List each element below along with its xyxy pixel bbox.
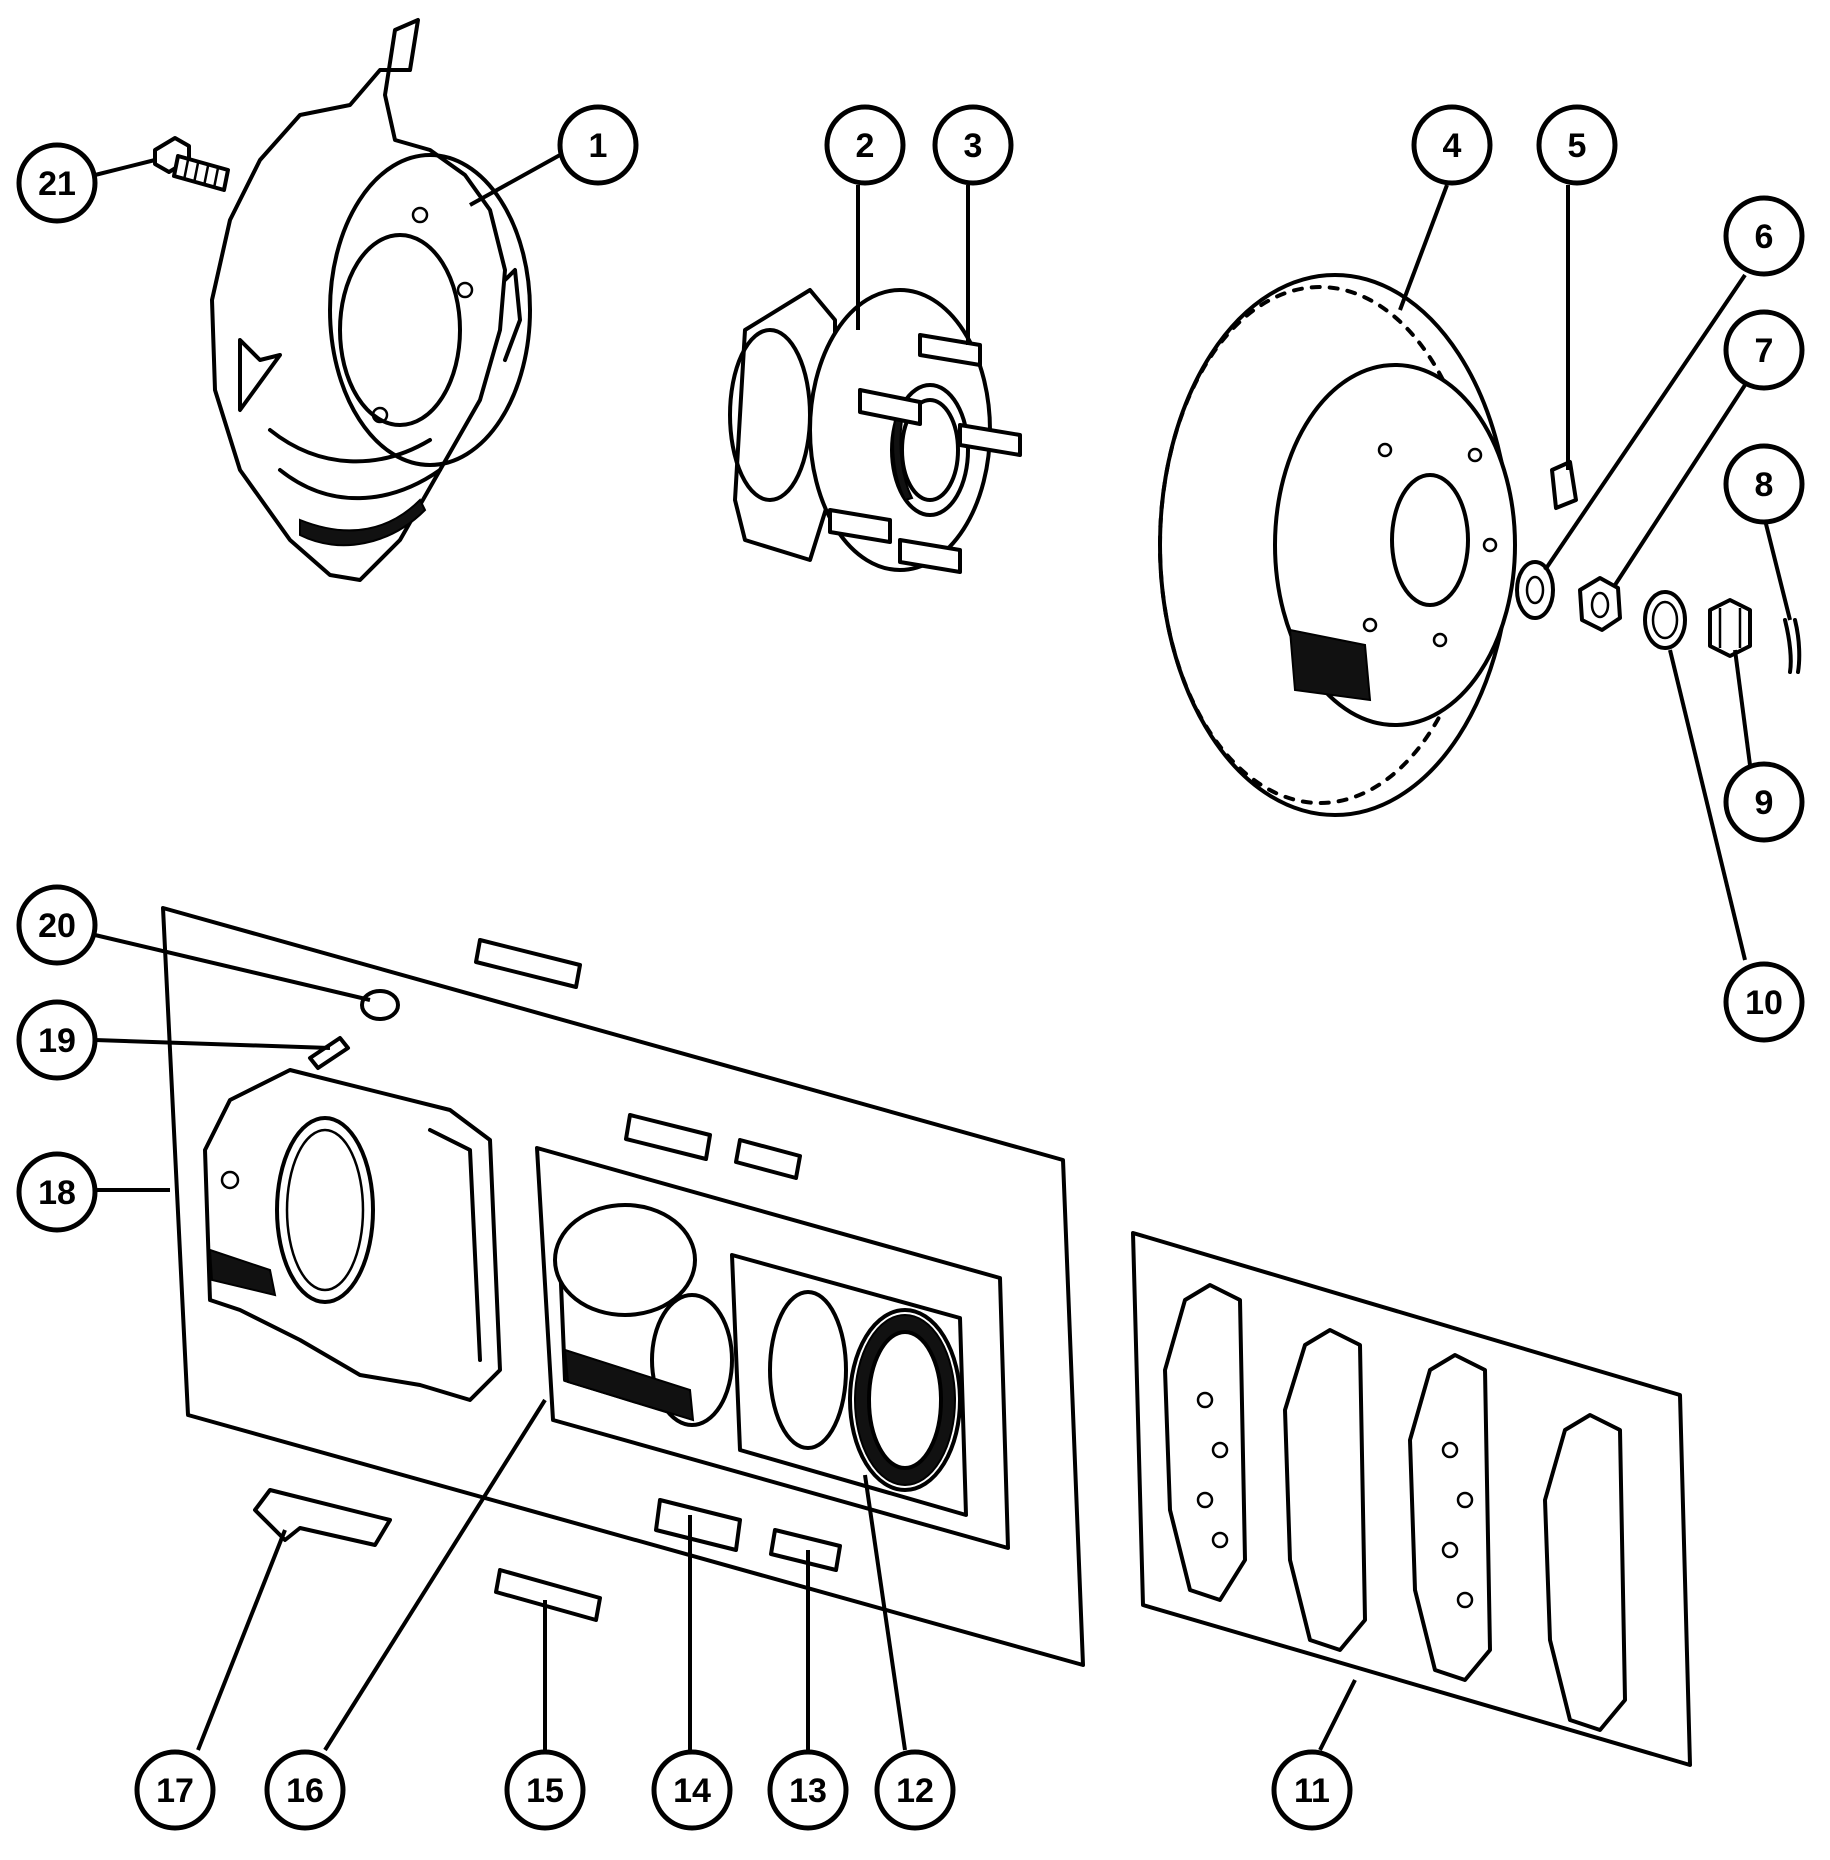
callout-5: 5	[1536, 104, 1618, 186]
leader-lines	[94, 153, 1792, 1752]
callout-10: 10	[1723, 961, 1805, 1043]
callout-2: 2	[824, 104, 906, 186]
callout-4: 4	[1411, 104, 1493, 186]
guide-pin-upper	[474, 938, 582, 989]
part-7-nut	[1578, 576, 1622, 632]
svg-text:19: 19	[38, 1022, 76, 1060]
part-11-pads-box	[1131, 1231, 1692, 1767]
callout-17: 17	[134, 1749, 216, 1831]
svg-text:8: 8	[1755, 466, 1774, 504]
callout-15: 15	[504, 1749, 586, 1831]
callout-6: 6	[1723, 195, 1805, 277]
svg-text:12: 12	[896, 1772, 934, 1810]
part-14-sleeve	[654, 1498, 742, 1552]
svg-text:10: 10	[1745, 984, 1783, 1022]
callout-20: 20	[16, 884, 98, 966]
svg-text:7: 7	[1755, 332, 1774, 370]
callout-3: 3	[932, 104, 1014, 186]
brake-pads	[1163, 1283, 1627, 1732]
piston-seal-kit-box	[535, 1146, 1010, 1550]
svg-text:13: 13	[789, 1772, 827, 1810]
part-13-bushing	[769, 1528, 842, 1572]
callout-16: 16	[264, 1749, 346, 1831]
part-10-lock-washer	[1643, 590, 1687, 650]
svg-text:20: 20	[38, 907, 76, 945]
part-2-hub-bearing	[728, 288, 1022, 574]
part-19-bleeder-screw	[308, 1036, 350, 1070]
part-6-washer	[1515, 560, 1555, 620]
caliper-kit-box	[161, 906, 1085, 1667]
svg-text:2: 2	[856, 127, 875, 165]
callout-13: 13	[767, 1749, 849, 1831]
callout-7: 7	[1723, 309, 1805, 391]
svg-text:21: 21	[38, 165, 76, 203]
svg-text:15: 15	[526, 1772, 564, 1810]
part-17-spring-clip	[253, 1488, 392, 1547]
svg-text:14: 14	[673, 1772, 711, 1810]
svg-text:4: 4	[1443, 127, 1462, 165]
callout-11: 11	[1271, 1749, 1353, 1831]
callout-18: 18	[16, 1151, 98, 1233]
svg-text:11: 11	[1294, 1772, 1330, 1810]
part-21-bolt	[153, 136, 230, 192]
callout-19: 19	[16, 999, 98, 1081]
svg-text:3: 3	[964, 127, 983, 165]
part-18-caliper-housing	[203, 1068, 502, 1402]
callout-14: 14	[651, 1749, 733, 1831]
part-20-bleeder-cap	[360, 989, 400, 1021]
part-12-piston-seal	[768, 1290, 962, 1492]
svg-text:16: 16	[286, 1772, 324, 1810]
bushing-upper	[624, 1113, 802, 1180]
svg-text:9: 9	[1755, 784, 1774, 822]
svg-text:6: 6	[1755, 218, 1774, 256]
part-16-piston	[553, 1203, 734, 1427]
callout-8: 8	[1723, 443, 1805, 525]
part-9-castle-nut	[1708, 598, 1752, 658]
svg-text:5: 5	[1568, 127, 1587, 165]
part-15-guide-pin	[494, 1568, 602, 1622]
part-5-clip	[1550, 460, 1578, 510]
svg-text:1: 1	[589, 127, 608, 165]
part-1-splash-shield	[210, 18, 532, 582]
svg-text:17: 17	[156, 1772, 194, 1810]
callout-1: 1	[557, 104, 639, 186]
svg-text:18: 18	[38, 1174, 76, 1212]
part-4-brake-rotor	[1158, 273, 1517, 817]
callout-9: 9	[1723, 761, 1805, 843]
seal-kit-box	[730, 1253, 968, 1517]
callout-21: 21	[16, 142, 98, 224]
wheel-studs	[828, 333, 1022, 574]
callout-12: 12	[874, 1749, 956, 1831]
part-8-cotter-pin	[1783, 618, 1802, 674]
